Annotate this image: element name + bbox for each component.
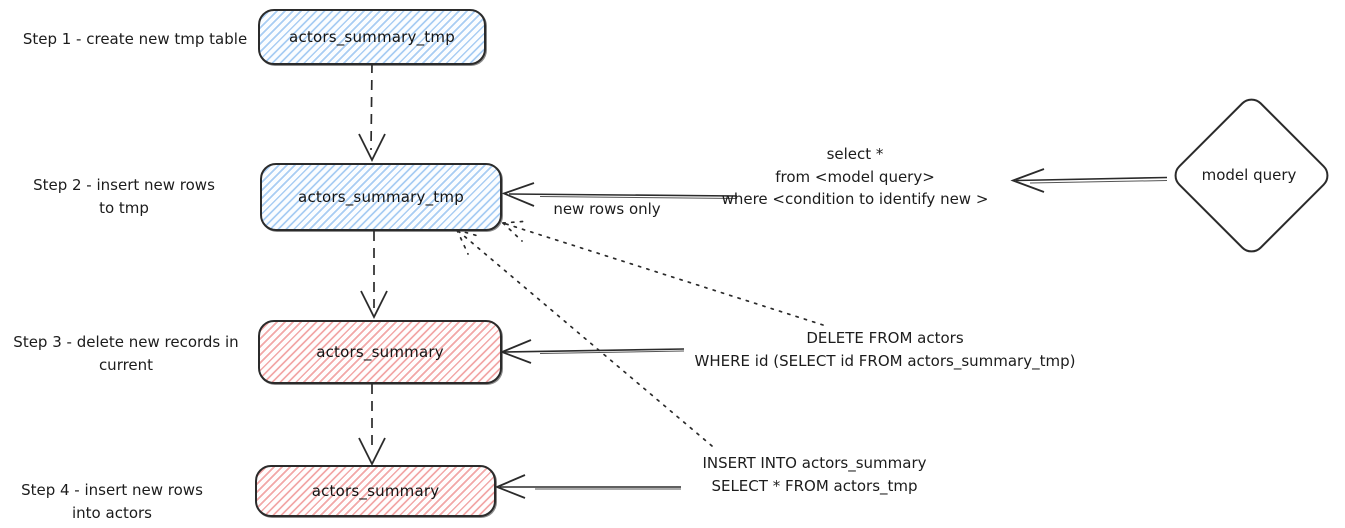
step-3-label: Step 3 - delete new records in current: [13, 333, 239, 374]
node-actors-summary-step4: actors_summary: [255, 465, 496, 517]
arrow-model-query-to-sql: [1010, 168, 1168, 193]
dotted-ref-delete-to-tmp: [502, 220, 824, 326]
arrow-step3-to-step4: [358, 384, 386, 467]
new-rows-only-label: new rows only: [553, 200, 661, 218]
node-actors-summary-tmp-step2: actors_summary_tmp: [260, 163, 502, 231]
node-label: actors_summary_tmp: [289, 28, 455, 46]
node-label: actors_summary: [311, 482, 440, 500]
node-actors-summary-step3: actors_summary: [258, 320, 502, 384]
arrow-step2-to-step3: [360, 231, 388, 320]
node-label: actors_summary_tmp: [298, 188, 464, 206]
step-4-label: Step 4 - insert new rows into actors: [21, 481, 203, 522]
step-2-label: Step 2 - insert new rows to tmp: [33, 176, 215, 217]
arrow-insert-sql-to-actors-summary: [494, 474, 681, 499]
insert-sql-text: INSERT INTO actors_summary SELECT * FROM…: [702, 454, 927, 495]
node-actors-summary-tmp-step1: actors_summary_tmp: [258, 9, 486, 65]
delete-sql-text: DELETE FROM actors WHERE id (SELECT id F…: [694, 329, 1076, 370]
arrow-delete-sql-to-actors-summary: [499, 339, 685, 364]
model-query-sql-text: select * from <model query> where <condi…: [721, 145, 989, 208]
step-1-label: Step 1 - create new tmp table: [22, 30, 248, 48]
node-label: actors_summary: [316, 343, 444, 361]
arrow-step1-to-step2: [358, 62, 386, 163]
model-query-label: model query: [1201, 166, 1297, 184]
